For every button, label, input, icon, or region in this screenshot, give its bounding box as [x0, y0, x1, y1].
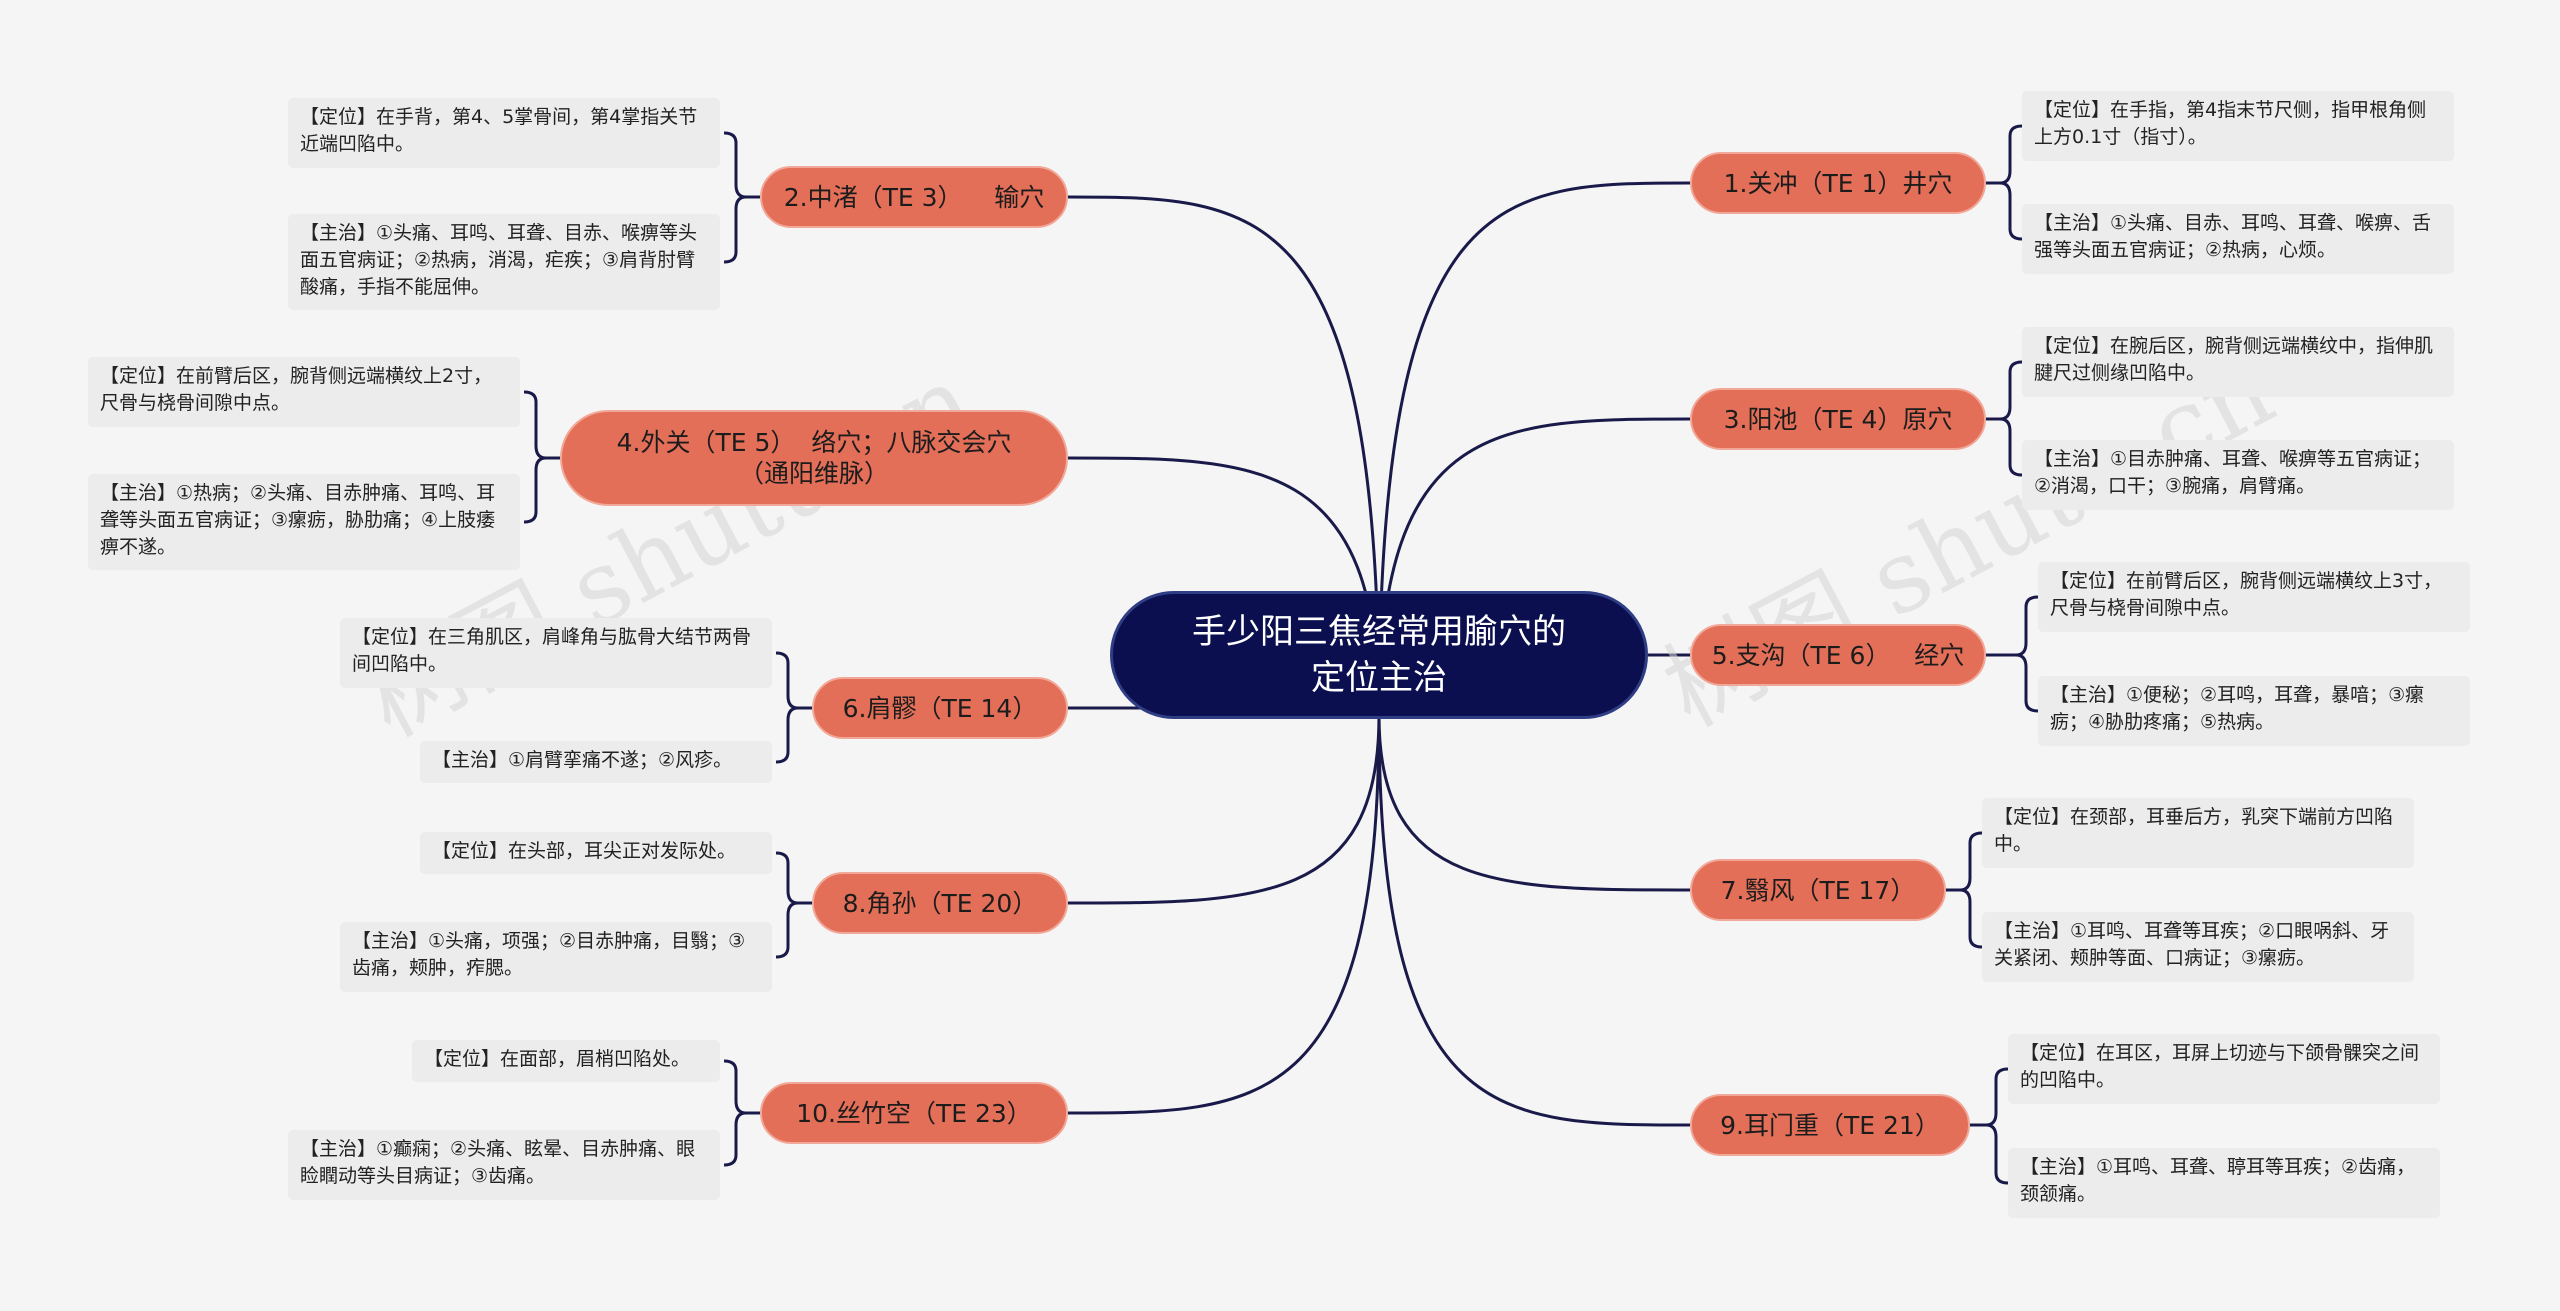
bracket-right-bottom-3	[1959, 888, 1983, 949]
indication-note-zhongzhu: 【主治】①头痛、耳鸣、耳聋、目赤、喉痹等头面五官病证；②热病，消渴，疟疾；③肩背…	[288, 214, 720, 310]
root-title-line2: 定位主治	[1311, 658, 1447, 698]
topic-guanchong[interactable]: 1.关冲（TE 1）井穴	[1690, 152, 1986, 214]
root-title-line1: 手少阳三焦经常用腧穴的	[1192, 612, 1566, 652]
topic-ermen[interactable]: 9.耳门重（TE 21）	[1690, 1094, 1970, 1156]
branch-line-right-0	[1377, 181, 1691, 717]
bracket-left-top-4	[723, 1059, 760, 1115]
branch-line-left-0	[1067, 195, 1381, 717]
bracket-right-top-1	[1986, 360, 2023, 421]
bracket-left-bottom-0	[723, 195, 747, 264]
branch-line-right-4	[1377, 715, 1691, 1127]
location-note-yangchi: 【定位】在腕后区，腕背侧远端横纹中，指伸肌腱尺过侧缘凹陷中。	[2022, 327, 2454, 397]
bracket-right-bottom-1	[1999, 417, 2023, 477]
location-note-zhigou: 【定位】在前臂后区，腕背侧远端横纹上3寸，尺骨与桡骨间隙中点。	[2038, 562, 2470, 632]
indication-note-ermen: 【主治】①耳鸣、耳聋、聤耳等耳疾；②齿痛，颈颔痛。	[2008, 1148, 2440, 1218]
bracket-right-bottom-4	[1985, 1123, 2009, 1185]
topic-jianliao[interactable]: 6.肩髎（TE 14）	[812, 677, 1068, 739]
bracket-left-bottom-1	[523, 456, 547, 524]
topic-zhigou[interactable]: 5.支沟（TE 6） 经穴	[1690, 624, 1986, 686]
bracket-left-bottom-2	[775, 706, 799, 764]
location-note-waiguan: 【定位】在前臂后区，腕背侧远端横纹上2寸，尺骨与桡骨间隙中点。	[88, 357, 520, 427]
topic-yangchi[interactable]: 3.阳池（TE 4）原穴	[1690, 388, 1986, 450]
topic-yifeng[interactable]: 7.翳风（TE 17）	[1690, 859, 1946, 921]
bracket-right-top-4	[1970, 1067, 2009, 1127]
bracket-left-top-0	[723, 131, 760, 199]
bracket-left-top-1	[523, 390, 560, 460]
topic-sizhukong[interactable]: 10.丝竹空（TE 23）	[760, 1082, 1068, 1144]
location-note-sizhukong: 【定位】在面部，眉梢凹陷处。	[412, 1040, 720, 1082]
indication-note-jianliao: 【主治】①肩臂挛痛不遂；②风疹。	[420, 741, 772, 783]
branch-line-right-3	[1377, 715, 1691, 892]
location-note-ermen: 【定位】在耳区，耳屏上切迹与下颌骨髁突之间的凹陷中。	[2008, 1034, 2440, 1104]
bracket-left-top-2	[775, 651, 812, 710]
indication-note-zhigou: 【主治】①便秘；②耳鸣，耳聋，暴喑；③瘰疬；④胁肋疼痛；⑤热病。	[2038, 676, 2470, 746]
location-note-zhongzhu: 【定位】在手背，第4、5掌骨间，第4掌指关节近端凹陷中。	[288, 98, 720, 168]
topic-zhongzhu[interactable]: 2.中渚（TE 3） 输穴	[760, 166, 1068, 228]
root-topic[interactable]: 手少阳三焦经常用腧穴的 定位主治	[1110, 591, 1648, 719]
indication-note-waiguan: 【主治】①热病；②头痛、目赤肿痛、耳鸣、耳聋等头面五官病证；③瘰疬，胁肋痛；④上…	[88, 474, 520, 570]
location-note-guanchong: 【定位】在手指，第4指末节尺侧，指甲根角侧上方0.1寸（指寸）。	[2022, 91, 2454, 161]
bracket-right-top-0	[1986, 124, 2023, 185]
bracket-left-bottom-3	[775, 901, 799, 959]
indication-note-guanchong: 【主治】①头痛、目赤、耳鸣、耳聋、喉痹、舌强等头面五官病证；②热病，心烦。	[2022, 204, 2454, 274]
bracket-left-bottom-4	[723, 1111, 747, 1167]
branch-line-left-3	[1067, 715, 1381, 905]
bracket-right-top-2	[1986, 595, 2039, 657]
indication-note-yangchi: 【主治】①目赤肿痛、耳聋、喉痹等五官病证；②消渴，口干；③腕痛，肩臂痛。	[2022, 440, 2454, 510]
location-note-jiaosun: 【定位】在头部，耳尖正对发际处。	[420, 832, 772, 874]
indication-note-sizhukong: 【主治】①癫痫；②头痛、眩晕、目赤肿痛、眼睑瞤动等头目病证；③齿痛。	[288, 1130, 720, 1200]
topic-jiaosun[interactable]: 8.角孙（TE 20）	[812, 872, 1068, 934]
location-note-jianliao: 【定位】在三角肌区，肩峰角与肱骨大结节两骨间凹陷中。	[340, 618, 772, 688]
bracket-right-bottom-2	[2015, 653, 2039, 713]
bracket-right-bottom-0	[1999, 181, 2023, 241]
indication-note-yifeng: 【主治】①耳鸣、耳聋等耳疾；②口眼㖞斜、牙关紧闭、颊肿等面、口病证；③瘰疬。	[1982, 912, 2414, 982]
topic-waiguan[interactable]: 4.外关（TE 5） 络穴；八脉交会穴 （通阳维脉）	[560, 410, 1068, 506]
location-note-yifeng: 【定位】在颈部，耳垂后方，乳突下端前方凹陷中。	[1982, 798, 2414, 868]
bracket-right-top-3	[1946, 831, 1983, 892]
branch-line-left-4	[1067, 715, 1381, 1115]
indication-note-jiaosun: 【主治】①头痛，项强；②目赤肿痛，目翳；③齿痛，颊肿，痄腮。	[340, 922, 772, 992]
bracket-left-top-3	[775, 851, 812, 905]
